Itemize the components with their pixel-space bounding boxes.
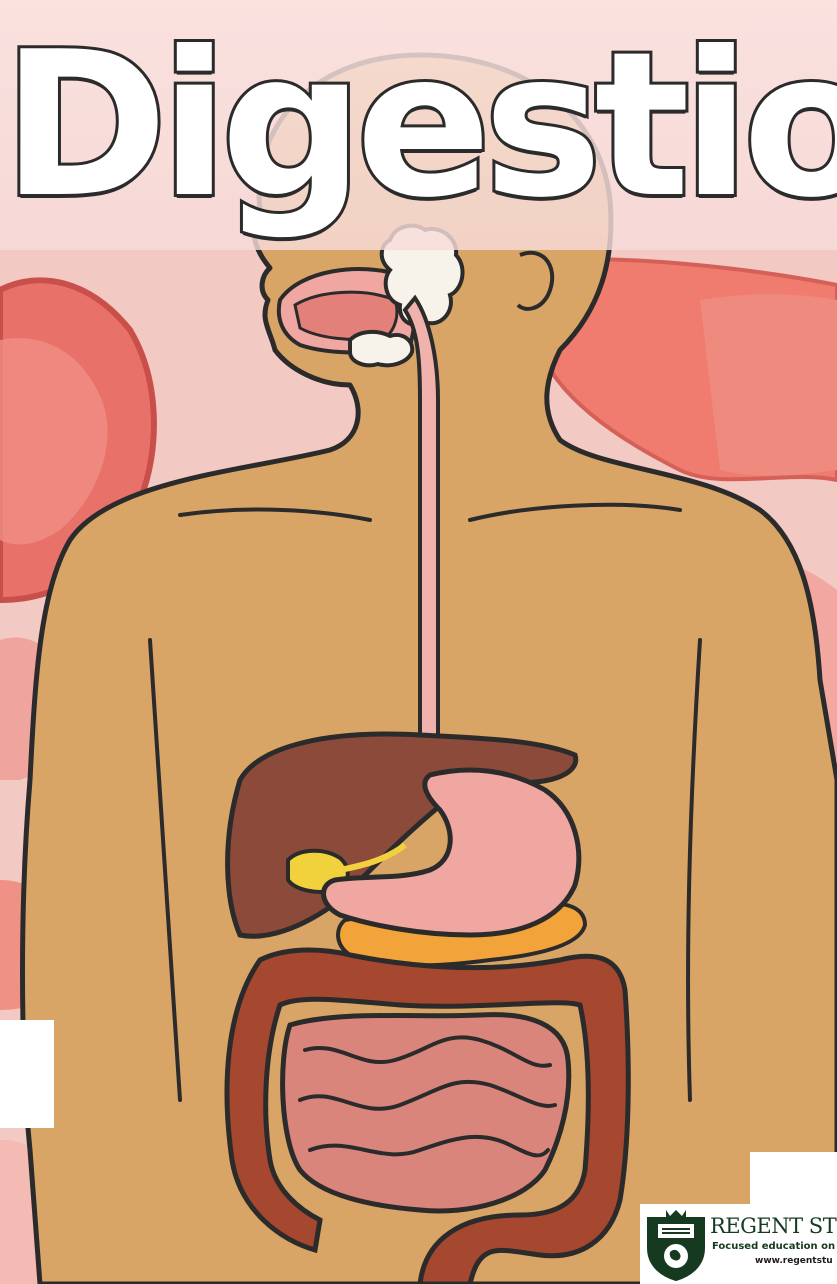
brand-tagline: Focused education on li bbox=[712, 1241, 837, 1253]
page-title: Digestion bbox=[0, 6, 837, 246]
small-intestine bbox=[283, 1015, 569, 1211]
brand-name: REGENT STU bbox=[710, 1214, 837, 1238]
brand-url[interactable]: www.regentstu bbox=[755, 1256, 837, 1267]
regent-studies-logo: REGENT STU Focused education on li www.r… bbox=[640, 1204, 837, 1284]
white-box bbox=[0, 1020, 54, 1128]
crest-icon bbox=[644, 1208, 708, 1282]
